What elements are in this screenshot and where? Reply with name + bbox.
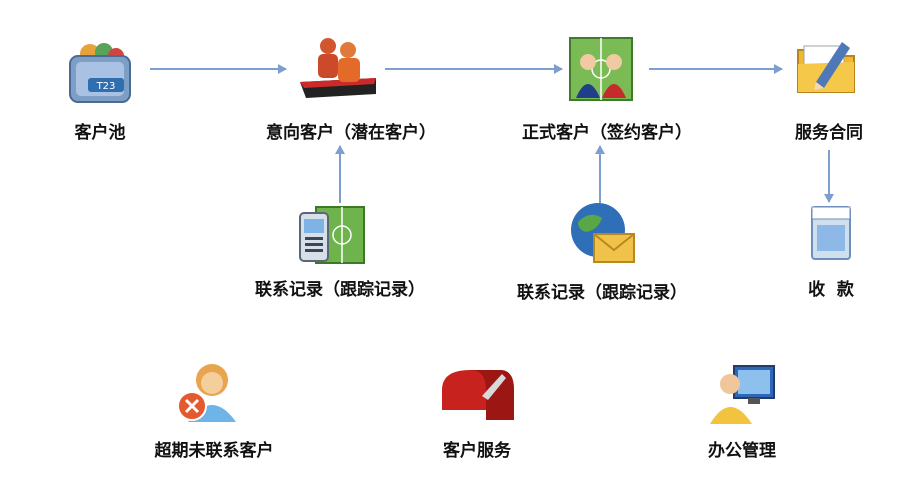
formal-customer-icon[interactable] [566,34,636,104]
customer-service-label[interactable]: 客户服务 [443,441,511,461]
contract-folder-icon[interactable] [794,32,860,98]
overdue-customer-icon[interactable] [172,358,242,426]
contact-record-label-2[interactable]: 联系记录（跟踪记录） [517,283,687,303]
customer-pool-label[interactable]: 客户池 [74,123,126,143]
office-management-label[interactable]: 办公管理 [708,441,776,461]
intent-customer-icon[interactable] [296,36,380,112]
intent-customer-label[interactable]: 意向客户（潜在客户） [266,123,436,143]
service-contract-label[interactable]: 服务合同 [795,123,863,143]
payment-label[interactable]: 收 款 [808,280,854,300]
formal-customer-label[interactable]: 正式客户（签约客户） [522,123,692,143]
overdue-customer-label[interactable]: 超期未联系客户 [154,441,274,461]
payment-icon[interactable] [808,203,854,263]
office-user-icon[interactable] [706,360,778,428]
phone-record-icon[interactable] [298,205,368,265]
svg-text:T23: T23 [96,81,116,92]
globe-mail-icon[interactable] [568,200,638,268]
mailbox-service-icon[interactable] [436,366,518,426]
customer-pool-icon[interactable]: T23 [66,38,136,108]
contact-record-label-1[interactable]: 联系记录（跟踪记录） [255,280,425,300]
